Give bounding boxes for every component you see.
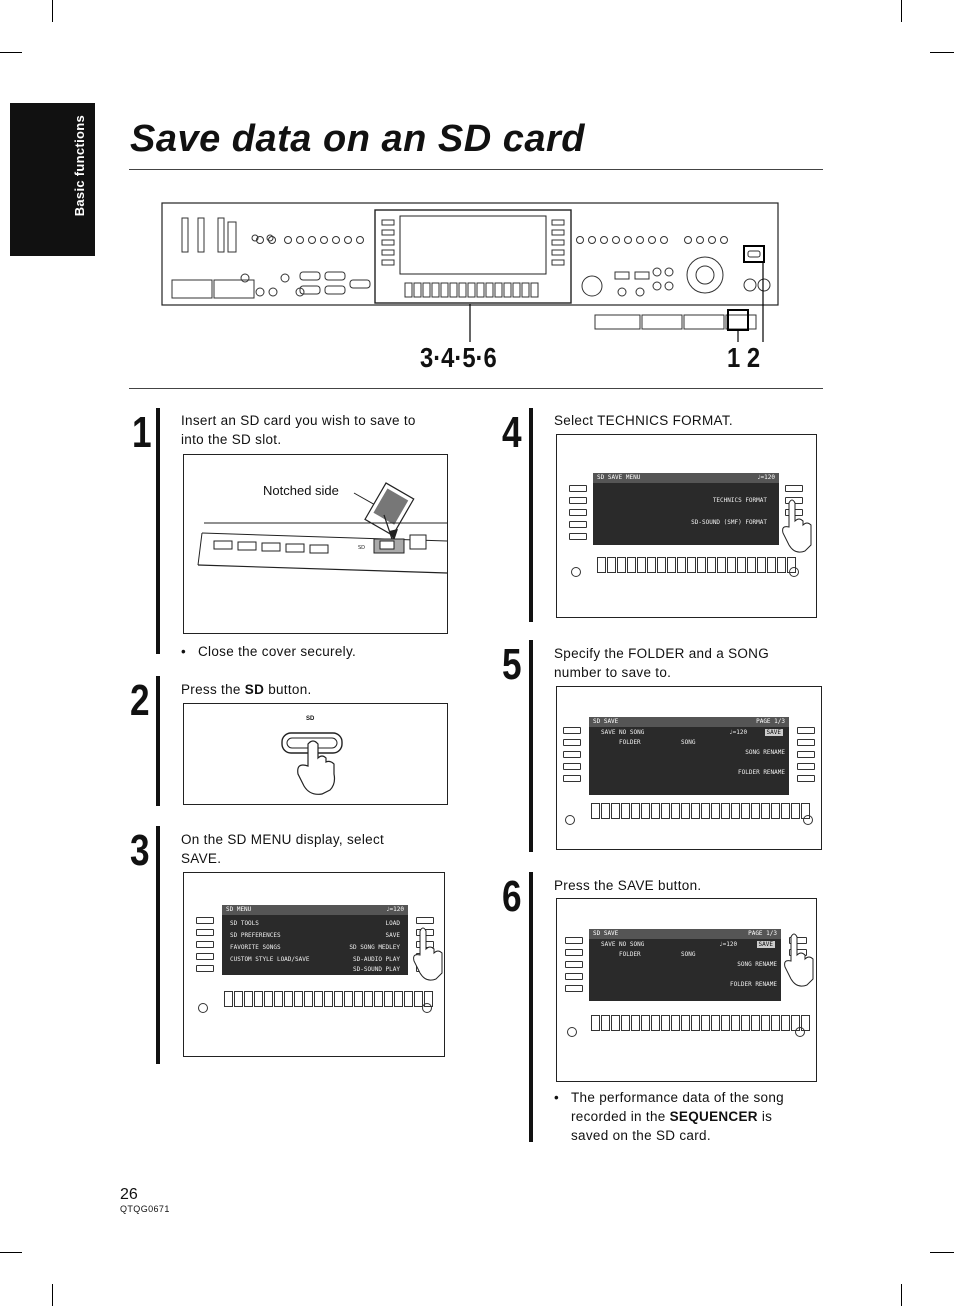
side-button: [563, 727, 581, 734]
page-title: Save data on an SD card: [130, 118, 585, 160]
step-bar: [156, 676, 160, 806]
knob: [567, 1027, 577, 1037]
side-button: [563, 739, 581, 746]
divider: [129, 169, 823, 170]
step-3-figure: SD MENU♩=120 SD TOOLS SD PREFERENCES FAV…: [183, 872, 445, 1057]
side-button: [785, 485, 803, 492]
divider: [129, 388, 823, 389]
side-button: [569, 521, 587, 528]
side-button: [563, 775, 581, 782]
side-button: [196, 941, 214, 948]
panel-drawing: [161, 202, 779, 342]
step-number: 6: [502, 872, 522, 921]
side-button: [416, 917, 434, 924]
knob: [571, 567, 581, 577]
side-button: [565, 949, 583, 956]
crop-mark: [901, 0, 902, 22]
side-button: [569, 497, 587, 504]
step-number: 4: [502, 408, 522, 457]
callout-steps-3-6: 3·4·5·6: [420, 342, 497, 373]
step-number: 2: [130, 676, 150, 725]
sd-button-drawing: [281, 732, 343, 795]
side-button: [569, 533, 587, 540]
side-button: [565, 985, 583, 992]
side-button: [196, 917, 214, 924]
crop-mark: [901, 1284, 902, 1306]
lcd-buttons: [591, 803, 811, 824]
side-button: [797, 763, 815, 770]
lcd-buttons: [224, 991, 434, 1012]
crop-mark: [0, 1252, 22, 1253]
side-button: [797, 751, 815, 758]
step-bar: [529, 408, 533, 622]
crop-mark: [52, 0, 53, 22]
knob: [795, 1027, 805, 1037]
bullet-sequencer-note: The performance data of the song recorde…: [554, 1088, 784, 1145]
step-bar: [529, 640, 533, 852]
side-button: [196, 965, 214, 972]
step-6-text: Press the SAVE button.: [554, 878, 702, 893]
side-tab: Basic functions: [10, 103, 95, 256]
knob: [789, 567, 799, 577]
step-bar: [156, 826, 160, 1064]
step-4-figure: SD SAVE MENU♩=120 TECHNICS FORMAT SD-SOU…: [556, 434, 817, 618]
pointing-hand-icon: [782, 499, 812, 553]
crop-mark: [52, 1284, 53, 1306]
side-button: [797, 775, 815, 782]
step-1-text: Insert an SD card you wish to save to in…: [181, 413, 416, 447]
lcd-buttons: [597, 557, 797, 578]
crop-mark: [930, 1252, 954, 1253]
step-1-figure: Notched side SD: [183, 454, 448, 634]
crop-mark: [930, 52, 954, 53]
step-number: 1: [132, 408, 152, 457]
sd-button-label: SD: [306, 716, 315, 722]
side-button: [565, 937, 583, 944]
side-button: [797, 739, 815, 746]
side-button: [196, 929, 214, 936]
step-number: 3: [130, 826, 150, 875]
lcd-buttons: [591, 1015, 811, 1036]
doc-code: QTQG0671: [120, 1204, 170, 1214]
side-tab-label: Basic functions: [72, 115, 87, 217]
knob: [422, 1003, 432, 1013]
figure-label: Notched side: [263, 483, 339, 498]
pointing-hand-icon: [784, 933, 814, 987]
side-button: [569, 509, 587, 516]
sd-slot-drawing: SD: [197, 482, 447, 574]
side-button: [565, 961, 583, 968]
step-bar: [529, 872, 533, 1142]
side-button: [789, 937, 807, 944]
side-button: [563, 763, 581, 770]
step-bar: [156, 408, 160, 654]
page-number: 26: [120, 1186, 138, 1203]
svg-text:SD: SD: [358, 545, 365, 551]
pointing-hand-icon: [413, 927, 443, 981]
knob: [198, 1003, 208, 1013]
crop-mark: [0, 52, 22, 53]
step-4-text: Select TECHNICS FORMAT.: [554, 413, 733, 428]
side-button: [797, 727, 815, 734]
lcd-sd-menu: SD MENU♩=120 SD TOOLS SD PREFERENCES FAV…: [222, 905, 408, 975]
step-2-figure: SD: [183, 703, 448, 805]
knob: [565, 815, 575, 825]
panel-illustration: [160, 200, 780, 342]
step-3-text: On the SD MENU display, select SAVE.: [181, 832, 385, 866]
callout-steps-1-2: 1 2: [727, 342, 761, 373]
step-number: 5: [502, 640, 522, 689]
bullet-close-cover: Close the cover securely.: [181, 642, 356, 661]
step-2-text: Press the SD button.: [181, 682, 312, 697]
side-button: [196, 953, 214, 960]
side-button: [563, 751, 581, 758]
knob: [803, 815, 813, 825]
step-5-text: Specify the FOLDER and a SONG number to …: [554, 646, 770, 680]
lcd-sd-save-menu: SD SAVE MENU♩=120 TECHNICS FORMAT SD-SOU…: [593, 473, 779, 545]
side-button: [569, 485, 587, 492]
side-button: [565, 973, 583, 980]
